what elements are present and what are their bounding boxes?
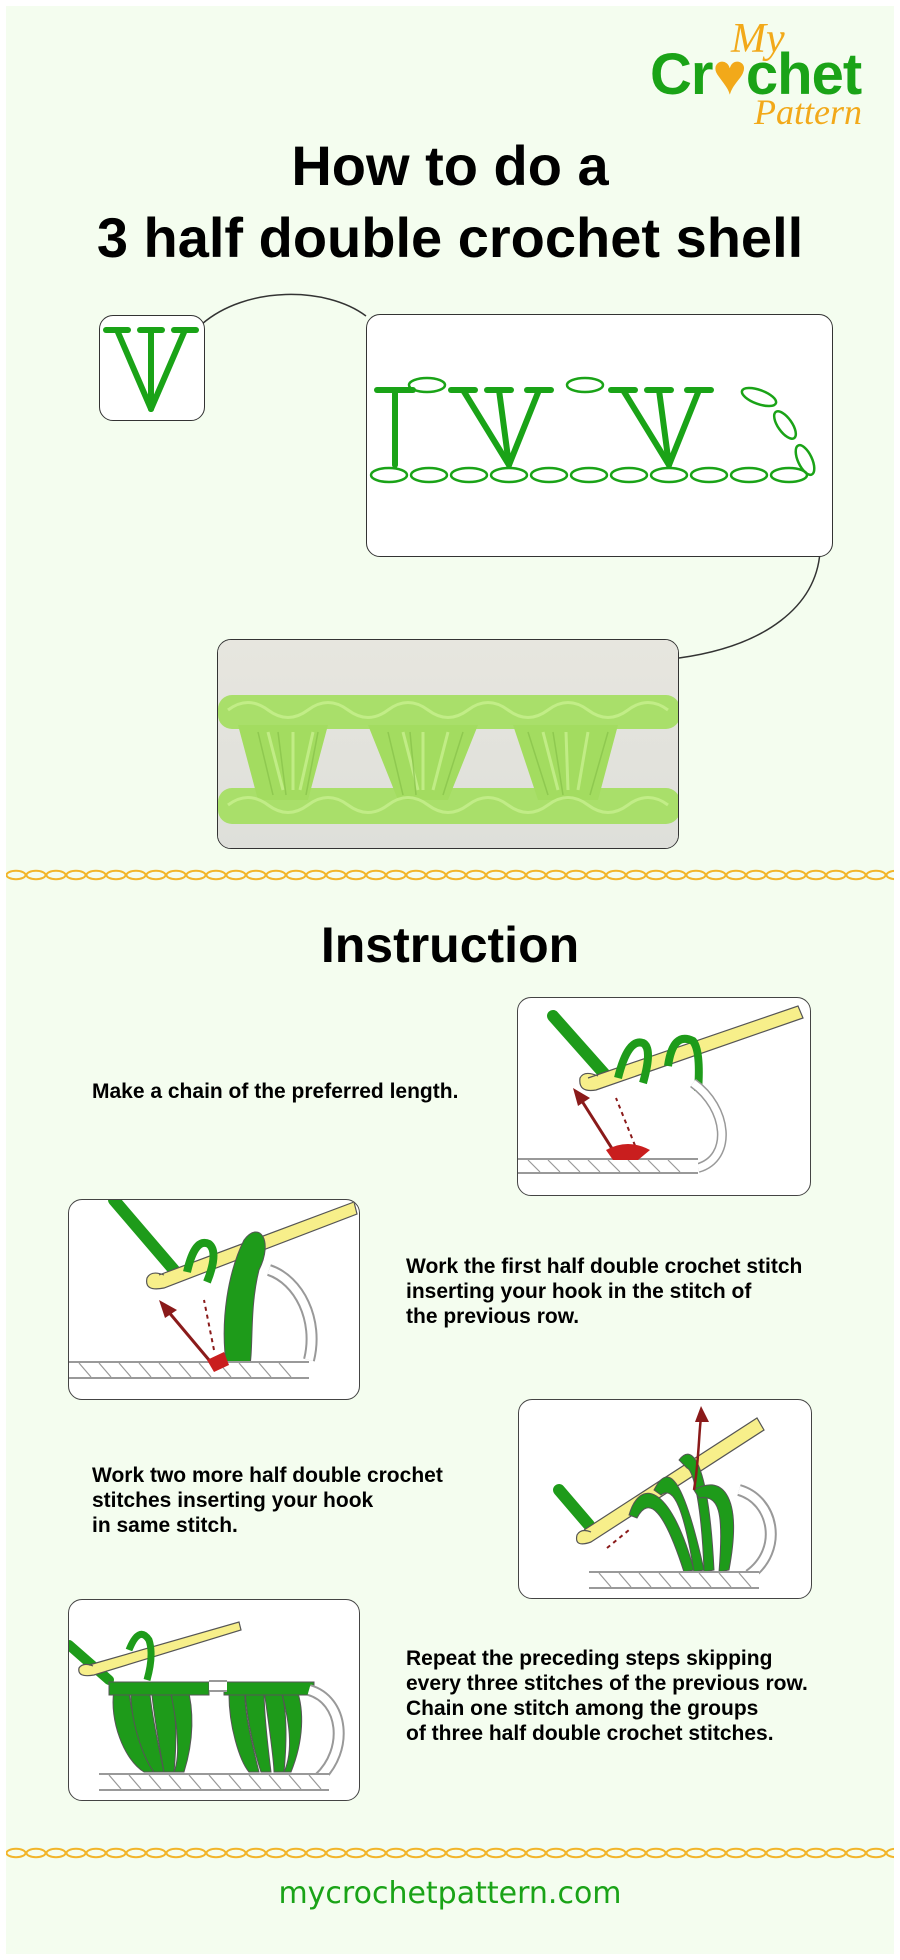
- instruction-heading: Instruction: [320, 917, 580, 973]
- chain-divider-bottom: [6, 1846, 894, 1860]
- step-4-illustration: [69, 1621, 345, 1791]
- step-2-text: Work the first half double crochet stitc…: [406, 1255, 803, 1328]
- page-title: How to do a 3 half double crochet shell: [6, 130, 894, 274]
- title-line-1: How to do a: [291, 134, 609, 197]
- infographic-page: My Cr♥chet Pattern How to do a 3 half do…: [6, 6, 894, 1954]
- step-3-image: [518, 1399, 812, 1599]
- step-2-image: [68, 1199, 360, 1400]
- step-3-illustration: [553, 1406, 777, 1589]
- step-1-image: [517, 997, 811, 1196]
- step-4-text: Repeat the preceding steps skipping ever…: [406, 1647, 808, 1745]
- step-1-illustration: [518, 1005, 804, 1174]
- stitch-symbol-box: [99, 315, 205, 421]
- logo-crochet-text: Cr♥chet: [650, 42, 862, 107]
- logo-my-text: My: [730, 16, 785, 62]
- website-link[interactable]: mycrochetpattern.com: [278, 1876, 622, 1911]
- step-4-image: [68, 1599, 360, 1801]
- step-1-text: Make a chain of the preferred length.: [92, 1080, 459, 1103]
- logo-pattern-text: Pattern: [753, 92, 862, 132]
- hdc-shell-symbol-icon: [103, 327, 199, 412]
- chain-divider-top: [6, 868, 894, 882]
- stitch-chart-box: [366, 314, 833, 557]
- finished-stitch-photo: [217, 639, 679, 849]
- step-3-text: Work two more half double crochet stitch…: [92, 1464, 443, 1537]
- stitch-chart-diagram: [369, 376, 816, 484]
- crochet-photo-illustration: [218, 640, 678, 848]
- connector-lines: [201, 293, 821, 659]
- brand-logo[interactable]: My Cr♥chet Pattern: [646, 12, 900, 132]
- title-line-2: 3 half double crochet shell: [96, 206, 804, 269]
- step-2-illustration: [69, 1200, 358, 1379]
